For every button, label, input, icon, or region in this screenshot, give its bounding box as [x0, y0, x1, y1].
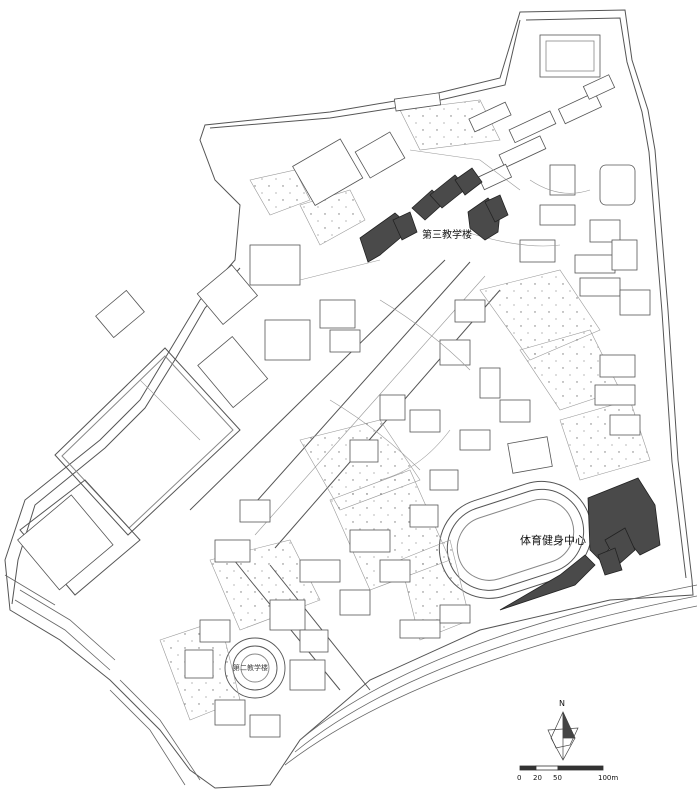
- scale-tick-100: 100m: [598, 774, 618, 782]
- label-building-2: 第二教学楼: [233, 663, 268, 672]
- scale-tick-0: 0: [517, 774, 521, 782]
- compass-icon: [547, 711, 579, 761]
- scale-bar-graphic: [519, 765, 604, 771]
- scale-tick-20: 20: [533, 774, 542, 782]
- label-sports-center: 体育健身中心: [520, 533, 586, 547]
- scale-bar: 0 20 50 100m: [517, 765, 618, 782]
- building-3-footprint: [359, 167, 509, 263]
- scale-tick-50: 50: [553, 774, 562, 782]
- building-outlines: [17, 34, 651, 738]
- label-building-3: 第三教学楼: [422, 228, 472, 241]
- north-label: N: [559, 699, 565, 708]
- paths: [139, 149, 591, 481]
- sports-center-footprint: [499, 477, 661, 611]
- north-arrow: N: [547, 699, 579, 761]
- south-roads: [4, 574, 697, 786]
- campus-boundary: [4, 9, 694, 789]
